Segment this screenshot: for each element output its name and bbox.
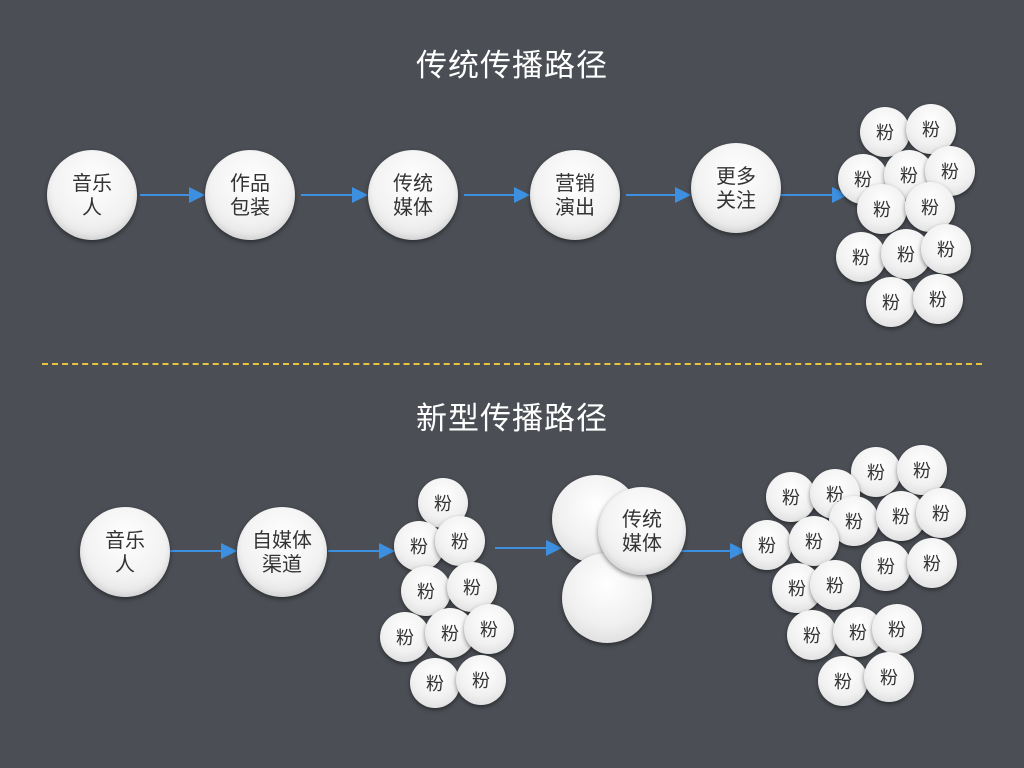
fan-bubble: 粉 — [872, 604, 922, 654]
section-divider — [42, 363, 982, 365]
fan-bubble: 粉 — [742, 520, 792, 570]
fan-bubble: 粉 — [860, 107, 910, 157]
fan-bubble: 粉 — [410, 658, 460, 708]
fan-bubble: 粉 — [876, 491, 926, 541]
fan-bubble: 粉 — [907, 538, 957, 588]
bottom-node-musician: 音乐 人 — [80, 507, 170, 597]
fan-bubble: 粉 — [818, 656, 868, 706]
bottom-node-self-media: 自媒体 渠道 — [237, 507, 327, 597]
bottom-node-traditional-media: 传统 媒体 — [598, 487, 686, 575]
fan-bubble: 粉 — [787, 610, 837, 660]
fan-bubble: 粉 — [851, 447, 901, 497]
fan-bubble: 粉 — [464, 604, 514, 654]
fan-bubble: 粉 — [418, 478, 468, 528]
fan-bubble: 粉 — [447, 562, 497, 612]
fan-bubble: 粉 — [836, 232, 886, 282]
fan-bubble: 粉 — [456, 655, 506, 705]
fan-bubble: 粉 — [435, 516, 485, 566]
fan-bubble: 粉 — [401, 566, 451, 616]
fan-bubble: 粉 — [857, 184, 907, 234]
fan-bubble: 粉 — [866, 277, 916, 327]
top-node-musician: 音乐 人 — [47, 150, 137, 240]
fan-bubble: 粉 — [864, 652, 914, 702]
top-node-packaging: 作品 包装 — [205, 150, 295, 240]
top-node-more-attention: 更多 关注 — [691, 143, 781, 233]
fan-bubble: 粉 — [766, 472, 816, 522]
fan-bubble: 粉 — [906, 104, 956, 154]
top-node-marketing: 营销 演出 — [530, 150, 620, 240]
bottom-section-title: 新型传播路径 — [416, 401, 608, 437]
fan-bubble: 粉 — [905, 182, 955, 232]
fan-bubble: 粉 — [810, 560, 860, 610]
fan-bubble: 粉 — [921, 224, 971, 274]
fan-bubble: 粉 — [897, 445, 947, 495]
top-section-title: 传统传播路径 — [416, 48, 608, 84]
fan-bubble: 粉 — [380, 612, 430, 662]
fan-bubble: 粉 — [916, 488, 966, 538]
fan-bubble: 粉 — [913, 274, 963, 324]
fan-bubble: 粉 — [861, 541, 911, 591]
fan-bubble: 粉 — [789, 516, 839, 566]
top-node-traditional-media: 传统 媒体 — [368, 150, 458, 240]
